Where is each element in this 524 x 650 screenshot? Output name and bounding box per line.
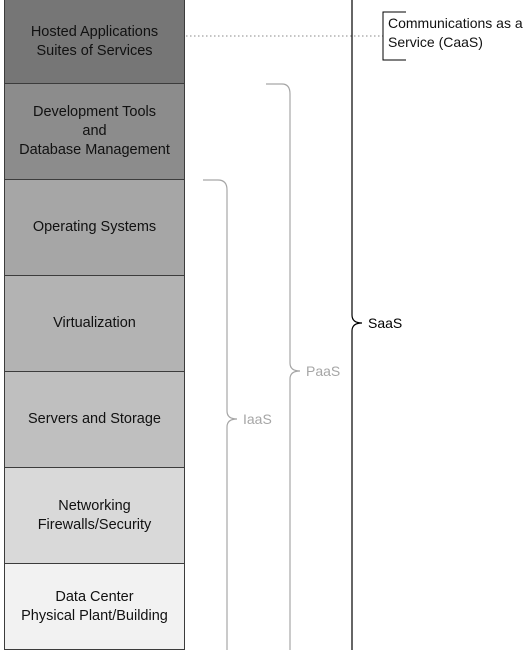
caas-bracket <box>382 11 406 61</box>
caas-label: Communications as a Service (CaaS) <box>388 15 523 50</box>
service-stack: Hosted Applications Suites of Services D… <box>4 0 185 650</box>
layer-networking: Networking Firewalls/Security <box>4 468 185 564</box>
iaas-brace <box>203 179 238 650</box>
paas-brace <box>266 83 301 650</box>
layer-operating-systems: Operating Systems <box>4 180 185 276</box>
iaas-label: IaaS <box>243 411 272 427</box>
layer-data-center: Data Center Physical Plant/Building <box>4 564 185 650</box>
layer-development-tools: Development Tools and Database Managemen… <box>4 84 185 180</box>
layer-servers-storage: Servers and Storage <box>4 372 185 468</box>
layer-virtualization: Virtualization <box>4 276 185 372</box>
saas-brace <box>351 0 363 650</box>
paas-label: PaaS <box>306 363 341 379</box>
saas-label: SaaS <box>368 315 403 331</box>
layer-hosted-applications: Hosted Applications Suites of Services <box>4 0 185 84</box>
